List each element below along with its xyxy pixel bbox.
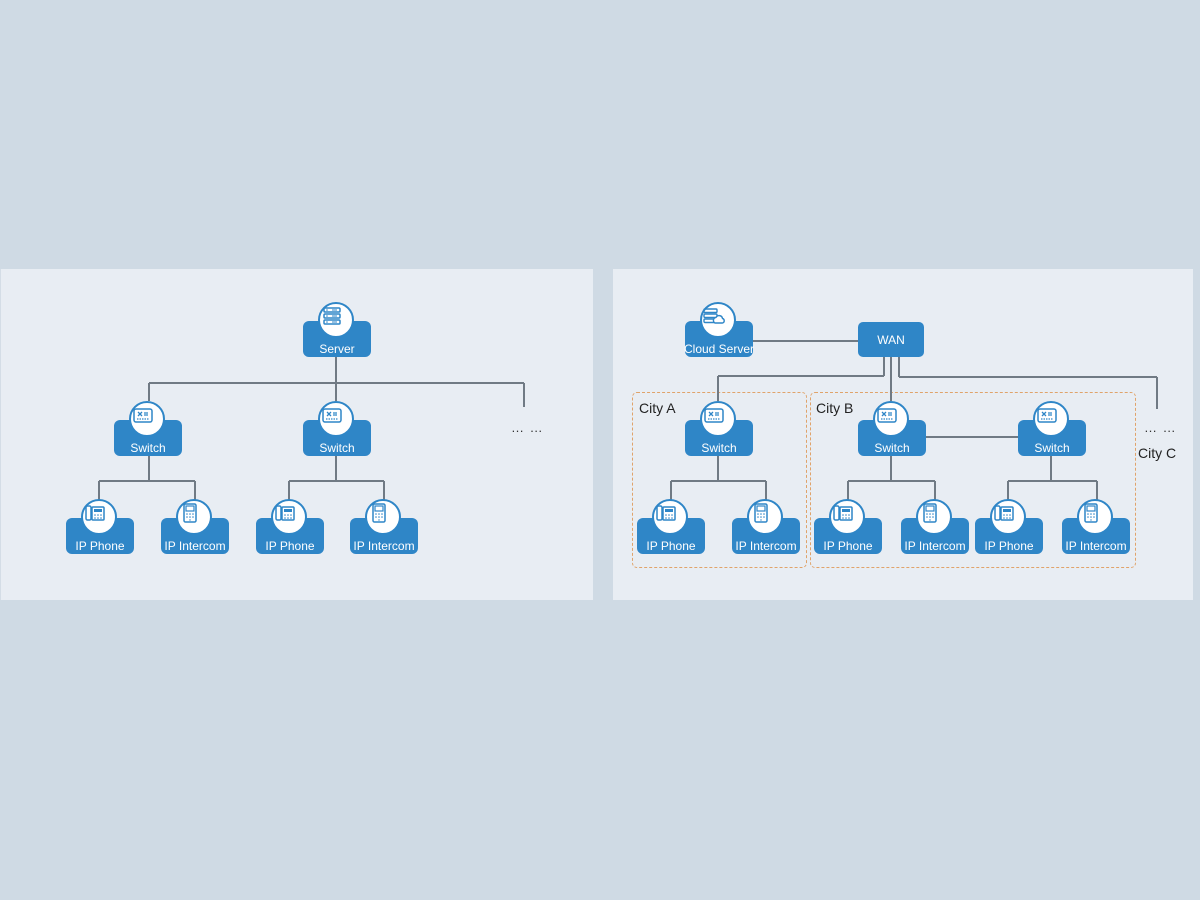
ip-intercom-label: IP Intercom xyxy=(735,539,797,553)
city-a-region xyxy=(632,392,807,568)
switch-icon xyxy=(318,401,354,437)
ip-phone-node: IP Phone xyxy=(637,499,705,555)
ip-intercom-node: IP Intercom xyxy=(732,499,800,555)
ip-phone-label: IP Phone xyxy=(823,539,873,553)
ip-phone-label: IP Phone xyxy=(265,539,315,553)
more-cities-ellipsis: … … xyxy=(1144,420,1177,435)
ip-intercom-icon xyxy=(1077,499,1113,535)
switch-label: Switch xyxy=(130,441,166,455)
wan-node: WAN xyxy=(858,322,924,357)
ip-intercom-icon xyxy=(176,499,212,535)
connection-lines xyxy=(670,340,1158,501)
switch-icon xyxy=(129,401,165,437)
server-icon xyxy=(318,302,354,338)
server-node: Server xyxy=(303,302,371,358)
switch-node: Switch xyxy=(114,401,182,457)
ip-phone-label: IP Phone xyxy=(75,539,125,553)
ip-intercom-node: IP Intercom xyxy=(901,499,969,555)
diagram-panel-single-site: Server Switch Switch … … IP Phone IP Int… xyxy=(0,269,593,600)
switch-icon xyxy=(1033,401,1069,437)
cloud-server-node: Cloud Server xyxy=(684,302,754,358)
diagram-panel-multi-site: Cloud Server WAN City A City B … … City … xyxy=(613,269,1193,600)
ip-intercom-icon xyxy=(916,499,952,535)
ip-phone-icon xyxy=(990,499,1026,535)
switch-node: Switch xyxy=(303,401,371,457)
ip-phone-node: IP Phone xyxy=(814,499,882,555)
ip-phone-label: IP Phone xyxy=(646,539,696,553)
switch-label: Switch xyxy=(1034,441,1070,455)
server-label: Server xyxy=(319,342,355,356)
ip-phone-node: IP Phone xyxy=(975,499,1043,555)
ip-intercom-label: IP Intercom xyxy=(353,539,415,553)
ip-phone-icon xyxy=(652,499,688,535)
ip-phone-icon xyxy=(829,499,865,535)
ip-intercom-icon xyxy=(747,499,783,535)
ip-intercom-node: IP Intercom xyxy=(1062,499,1130,555)
switch-label: Switch xyxy=(319,441,355,455)
ip-intercom-label: IP Intercom xyxy=(164,539,226,553)
ip-intercom-icon xyxy=(365,499,401,535)
switch-node: Switch xyxy=(685,401,753,457)
switch-node: Switch xyxy=(858,401,926,457)
ip-intercom-label: IP Intercom xyxy=(904,539,966,553)
switch-label: Switch xyxy=(701,441,737,455)
cloud-server-icon xyxy=(700,302,736,338)
more-switches-ellipsis: … … xyxy=(511,420,544,435)
ip-phone-node: IP Phone xyxy=(256,499,324,555)
city-a-label: City A xyxy=(639,400,676,416)
cloud-server-label: Cloud Server xyxy=(683,342,755,356)
switch-icon xyxy=(700,401,736,437)
switch-icon xyxy=(873,401,909,437)
ip-phone-label: IP Phone xyxy=(984,539,1034,553)
switch-node: Switch xyxy=(1018,401,1086,457)
ip-intercom-node: IP Intercom xyxy=(161,499,229,555)
ip-intercom-node: IP Intercom xyxy=(350,499,418,555)
city-c-label: City C xyxy=(1138,445,1177,461)
city-b-region xyxy=(810,392,1136,568)
connection-lines xyxy=(98,355,525,501)
ip-phone-icon xyxy=(271,499,307,535)
ip-intercom-label: IP Intercom xyxy=(1065,539,1127,553)
ip-phone-icon xyxy=(81,499,117,535)
ip-phone-node: IP Phone xyxy=(66,499,134,555)
city-b-label: City B xyxy=(816,400,854,416)
switch-label: Switch xyxy=(874,441,910,455)
